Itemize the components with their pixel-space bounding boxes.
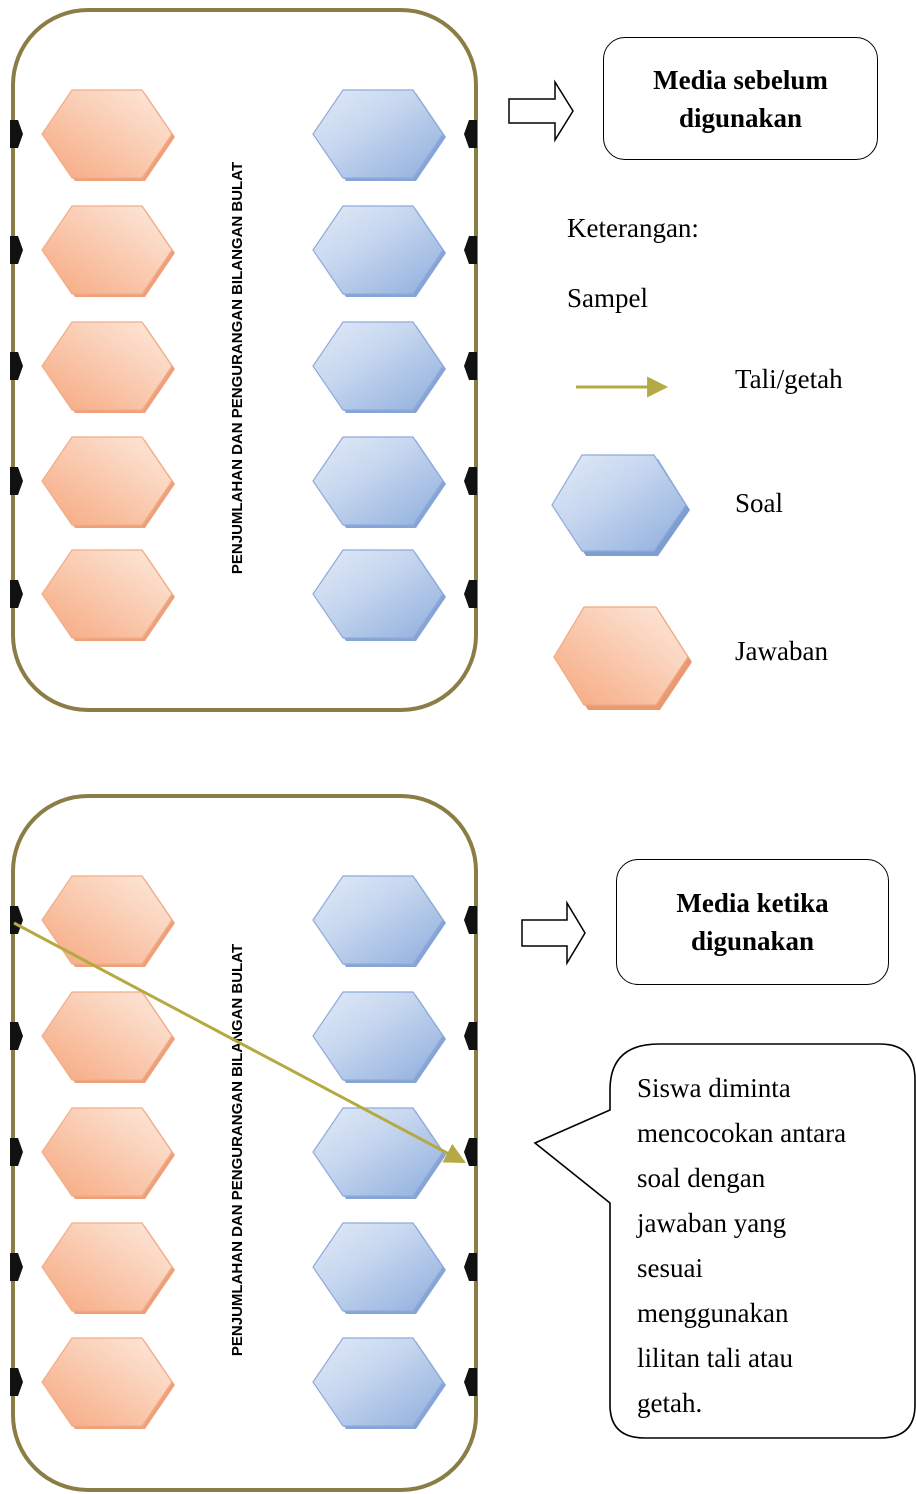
legend-question-label: Soal [735,488,784,518]
speech-line: lilitan tali atau [637,1343,793,1373]
answer-hexagon [41,1222,175,1314]
peg-icon [10,1368,23,1396]
peg-icon [10,120,23,148]
question-hexagon [312,1107,446,1199]
answer-hexagon [41,321,175,413]
speech-line: sesuai [637,1253,703,1283]
board-during: PENJUMLAHAN DAN PENGURANGAN BILANGAN BUL… [10,794,478,1492]
peg-icon [464,120,477,148]
speech-text: Siswa diminta mencocokan antara soal den… [637,1066,846,1426]
speech-line: menggunakan [637,1298,789,1328]
answer-hexagon [41,89,175,181]
speech-line: mencocokan antara [637,1118,847,1148]
speech-line: soal dengan [637,1163,766,1193]
callout-during-line1: Media ketika [676,888,829,918]
answer-hexagon [41,1337,175,1429]
peg-icon [464,1253,477,1281]
answer-hexagon [41,991,175,1083]
answer-hexagon [41,549,175,641]
string-connection [13,921,466,1164]
question-hexagon [312,89,446,181]
peg-icon [464,236,477,264]
callout-before-line1: Media sebelum [653,64,828,95]
legend-sample: Sampel [567,283,648,313]
answer-hexagon [41,205,175,297]
legend-answer-hexagon [553,606,692,710]
board-title: PENJUMLAHAN DAN PENGURANGAN BILANGAN BUL… [229,944,246,1356]
peg-icon [464,352,477,380]
answer-hexagon [41,1107,175,1199]
legend-question-hexagon [551,454,690,556]
peg-icon [464,1022,477,1050]
question-hexagon [312,205,446,297]
peg-icon [464,580,477,608]
legend-answer-label: Jawaban [735,636,828,666]
peg-icon [10,352,23,380]
callout-before-line2: digunakan [678,102,803,133]
question-hexagon [312,875,446,967]
answer-hexagon [41,875,175,967]
answer-hexagon [41,436,175,528]
question-hexagon [312,991,446,1083]
peg-icon [464,906,477,934]
question-hexagon [312,1337,446,1429]
question-hexagon [312,436,446,528]
callout-during-line2: digunakan [690,926,815,956]
question-hexagon [312,321,446,413]
legend-string-label: Tali/getah [735,364,843,394]
question-hexagon [312,1222,446,1314]
peg-icon [10,580,23,608]
peg-icon [464,1138,477,1166]
callout-before: Media sebelum digunakan [603,37,878,160]
peg-icon [10,1022,23,1050]
speech-bubble [533,1043,916,1439]
peg-icon [10,236,23,264]
board-title: PENJUMLAHAN DAN PENGURANGAN BILANGAN BUL… [229,162,246,574]
block-arrow-right-icon [521,900,586,966]
peg-icon [464,1368,477,1396]
question-hexagon [312,549,446,641]
board-before: PENJUMLAHAN DAN PENGURANGAN BILANGAN BUL… [10,8,478,712]
speech-line: Siswa diminta [637,1073,791,1103]
peg-icon [464,467,477,495]
speech-line: jawaban yang [637,1208,787,1238]
peg-icon [10,467,23,495]
peg-icon [10,1253,23,1281]
peg-icon [10,1138,23,1166]
legend-heading: Keterangan: [567,213,699,243]
speech-line: getah. [637,1388,703,1418]
callout-during: Media ketika digunakan [616,859,889,985]
block-arrow-right-icon [508,79,574,143]
